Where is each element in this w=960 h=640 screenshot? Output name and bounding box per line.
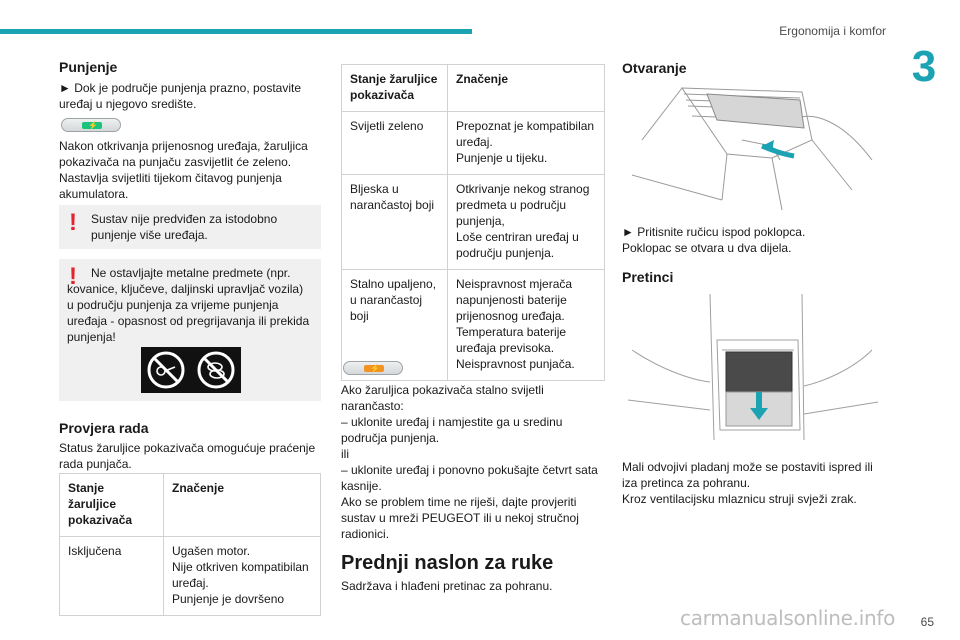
opening-step: ► Pritisnite ručicu ispod poklopca. — [622, 225, 806, 239]
state-cell: Bljeska u narančastoj boji — [341, 174, 448, 270]
opening-heading: Otvaranje — [622, 60, 687, 76]
instruction-line: Ako se problem time ne riješi, dajte pro… — [341, 495, 579, 541]
meaning-line: Nije otkriven kompatibilan uređaj. — [172, 560, 309, 590]
prohibited-objects-pictogram — [141, 347, 241, 393]
warning-text: Sustav nije predviđen za istodobno punje… — [91, 212, 278, 242]
state-cell: Stalno upaljeno, u narančastoj boji — [341, 269, 448, 381]
table-row: Stalno upaljeno, u narančastoj boji Neis… — [341, 269, 605, 381]
charging-step: ► Dok je područje punjenja prazno, posta… — [59, 81, 302, 111]
instruction-line: ili — [341, 447, 349, 461]
armrest-opening-illustration — [622, 80, 884, 214]
table-header-state: Stanje žaruljice pokazivača — [341, 64, 448, 112]
table-header-meaning: Značenje — [163, 473, 321, 537]
green-led-icon — [61, 118, 121, 134]
compartments-line: Kroz ventilacijsku mlaznicu struji svjež… — [622, 492, 857, 506]
header-accent-bar — [0, 29, 472, 34]
warning-icon: ! — [69, 209, 77, 236]
meaning-line: Neispravnost punjača. — [456, 357, 575, 371]
instruction-line: – uklonite uređaj i ponovno pokušajte če… — [341, 463, 598, 493]
meaning-line: Prepoznat je kompatibilan uređaj. — [456, 119, 595, 149]
state-cell: Svijetli zeleno — [341, 111, 448, 175]
compartments-text: Mali odvojivi pladanj može se postaviti … — [622, 459, 884, 507]
warning-icon: ! — [69, 263, 77, 290]
armrest-lid-drawing — [631, 87, 873, 211]
function-check-heading: Provjera rada — [59, 420, 149, 436]
orange-led-instructions: Ako žaruljica pokazivača stalno svijetli… — [341, 382, 605, 542]
meaning-cell: Prepoznat je kompatibilan uređaj. Punjen… — [447, 111, 605, 175]
status-table-part1: Stanje žaruljice pokazivača Značenje Isk… — [59, 473, 321, 616]
function-check-text: Status žaruljice pokazivača omogućuje pr… — [59, 441, 316, 471]
meaning-line: Loše centriran uređaj u području punjenj… — [456, 230, 579, 260]
meaning-line: Neispravnost mjerača napunjenosti bateri… — [456, 277, 573, 323]
watermark: carmanualsonline.info — [680, 606, 896, 630]
table-header-meaning: Značenje — [447, 64, 605, 112]
no-metal-objects-icon — [147, 351, 235, 389]
compartments-heading: Pretinci — [622, 269, 674, 285]
instruction-line: – uklonite uređaj i namjestite ga u sred… — [341, 415, 563, 445]
meaning-line: Otkrivanje nekog stranog predmeta u podr… — [456, 182, 590, 228]
compartments-illustration — [622, 290, 884, 450]
column-left: Punjenje ► Dok je područje punjenja praz… — [59, 0, 321, 616]
meaning-cell: Ugašen motor. Nije otkriven kompatibilan… — [163, 536, 321, 616]
meaning-cell: Otkrivanje nekog stranog predmeta u podr… — [447, 174, 605, 270]
state-cell: Isključena — [59, 536, 164, 616]
meaning-cell: Neispravnost mjerača napunjenosti bateri… — [447, 269, 605, 381]
status-table-part2: Stanje žaruljice pokazivača Značenje Svi… — [341, 64, 605, 381]
meaning-line: Punjenje u tijeku. — [456, 151, 548, 165]
page-number: 65 — [920, 615, 934, 629]
opening-text: Poklopac se otvara u dva dijela. — [622, 241, 792, 255]
table-row: Isključena Ugašen motor. Nije otkriven k… — [59, 536, 321, 616]
warning-box-metal-objects: ! Ne ostavljajte metalne predmete (npr. … — [59, 259, 321, 401]
storage-compartment-drawing — [627, 293, 879, 441]
chapter-number: 3 — [911, 42, 937, 91]
table-header-state: Stanje žaruljice pokazivača — [59, 473, 164, 537]
warning-box-multiple-devices: ! Sustav nije predviđen za istodobno pun… — [59, 205, 321, 249]
meaning-line: Temperatura baterije uređaja previsoka. — [456, 325, 567, 355]
meaning-line: Punjenje je dovršeno — [172, 592, 285, 606]
front-armrest-heading: Prednji naslon za ruke — [341, 552, 554, 574]
section-title: Ergonomija i komfor — [779, 24, 886, 38]
column-middle: Stanje žaruljice pokazivača Značenje Svi… — [341, 0, 605, 593]
front-armrest-text: Sadržava i hlađeni pretinac za pohranu. — [341, 579, 553, 593]
warning-text: Ne ostavljajte metalne predmete (npr. ko… — [67, 266, 310, 344]
instruction-line: Ako žaruljica pokazivača stalno svijetli… — [341, 383, 544, 413]
charging-text: Nakon otkrivanja prijenosnog uređaja, ža… — [59, 139, 308, 201]
charging-heading: Punjenje — [59, 59, 118, 75]
table-row: Bljeska u narančastoj boji Otkrivanje ne… — [341, 174, 605, 270]
table-row: Svijetli zeleno Prepoznat je kompatibila… — [341, 111, 605, 175]
orange-led-icon — [343, 361, 403, 377]
compartments-line: Mali odvojivi pladanj može se postaviti … — [622, 460, 873, 490]
meaning-line: Ugašen motor. — [172, 544, 251, 558]
